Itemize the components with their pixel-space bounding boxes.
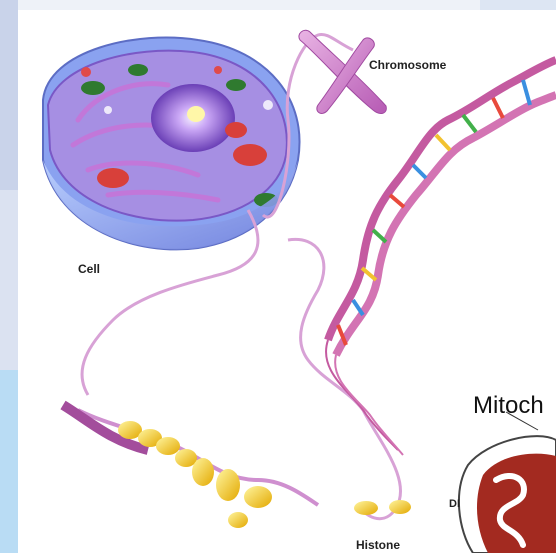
mitochondrion [459, 412, 556, 553]
chromosome-label: Chromosome [369, 58, 446, 72]
histone-2 [389, 500, 411, 514]
left-panel-top [0, 0, 18, 190]
diagram-canvas: Cell Chromosome Histone DI Mitoch [18, 10, 556, 553]
mitochondria-label: Mitoch [473, 392, 544, 420]
left-panel-bottom [0, 370, 18, 553]
left-panel-middle [0, 190, 18, 370]
dna-label: DI [449, 498, 460, 510]
nucleolus [187, 106, 205, 122]
cell-illustration [43, 38, 300, 250]
cell-label: Cell [78, 262, 100, 276]
histone-label: Histone [356, 538, 400, 552]
histone-1 [354, 501, 378, 515]
diagram-svg [18, 10, 556, 553]
nucleosome-chain [63, 405, 411, 528]
top-strip [18, 0, 556, 10]
top-strip-right [480, 0, 556, 10]
